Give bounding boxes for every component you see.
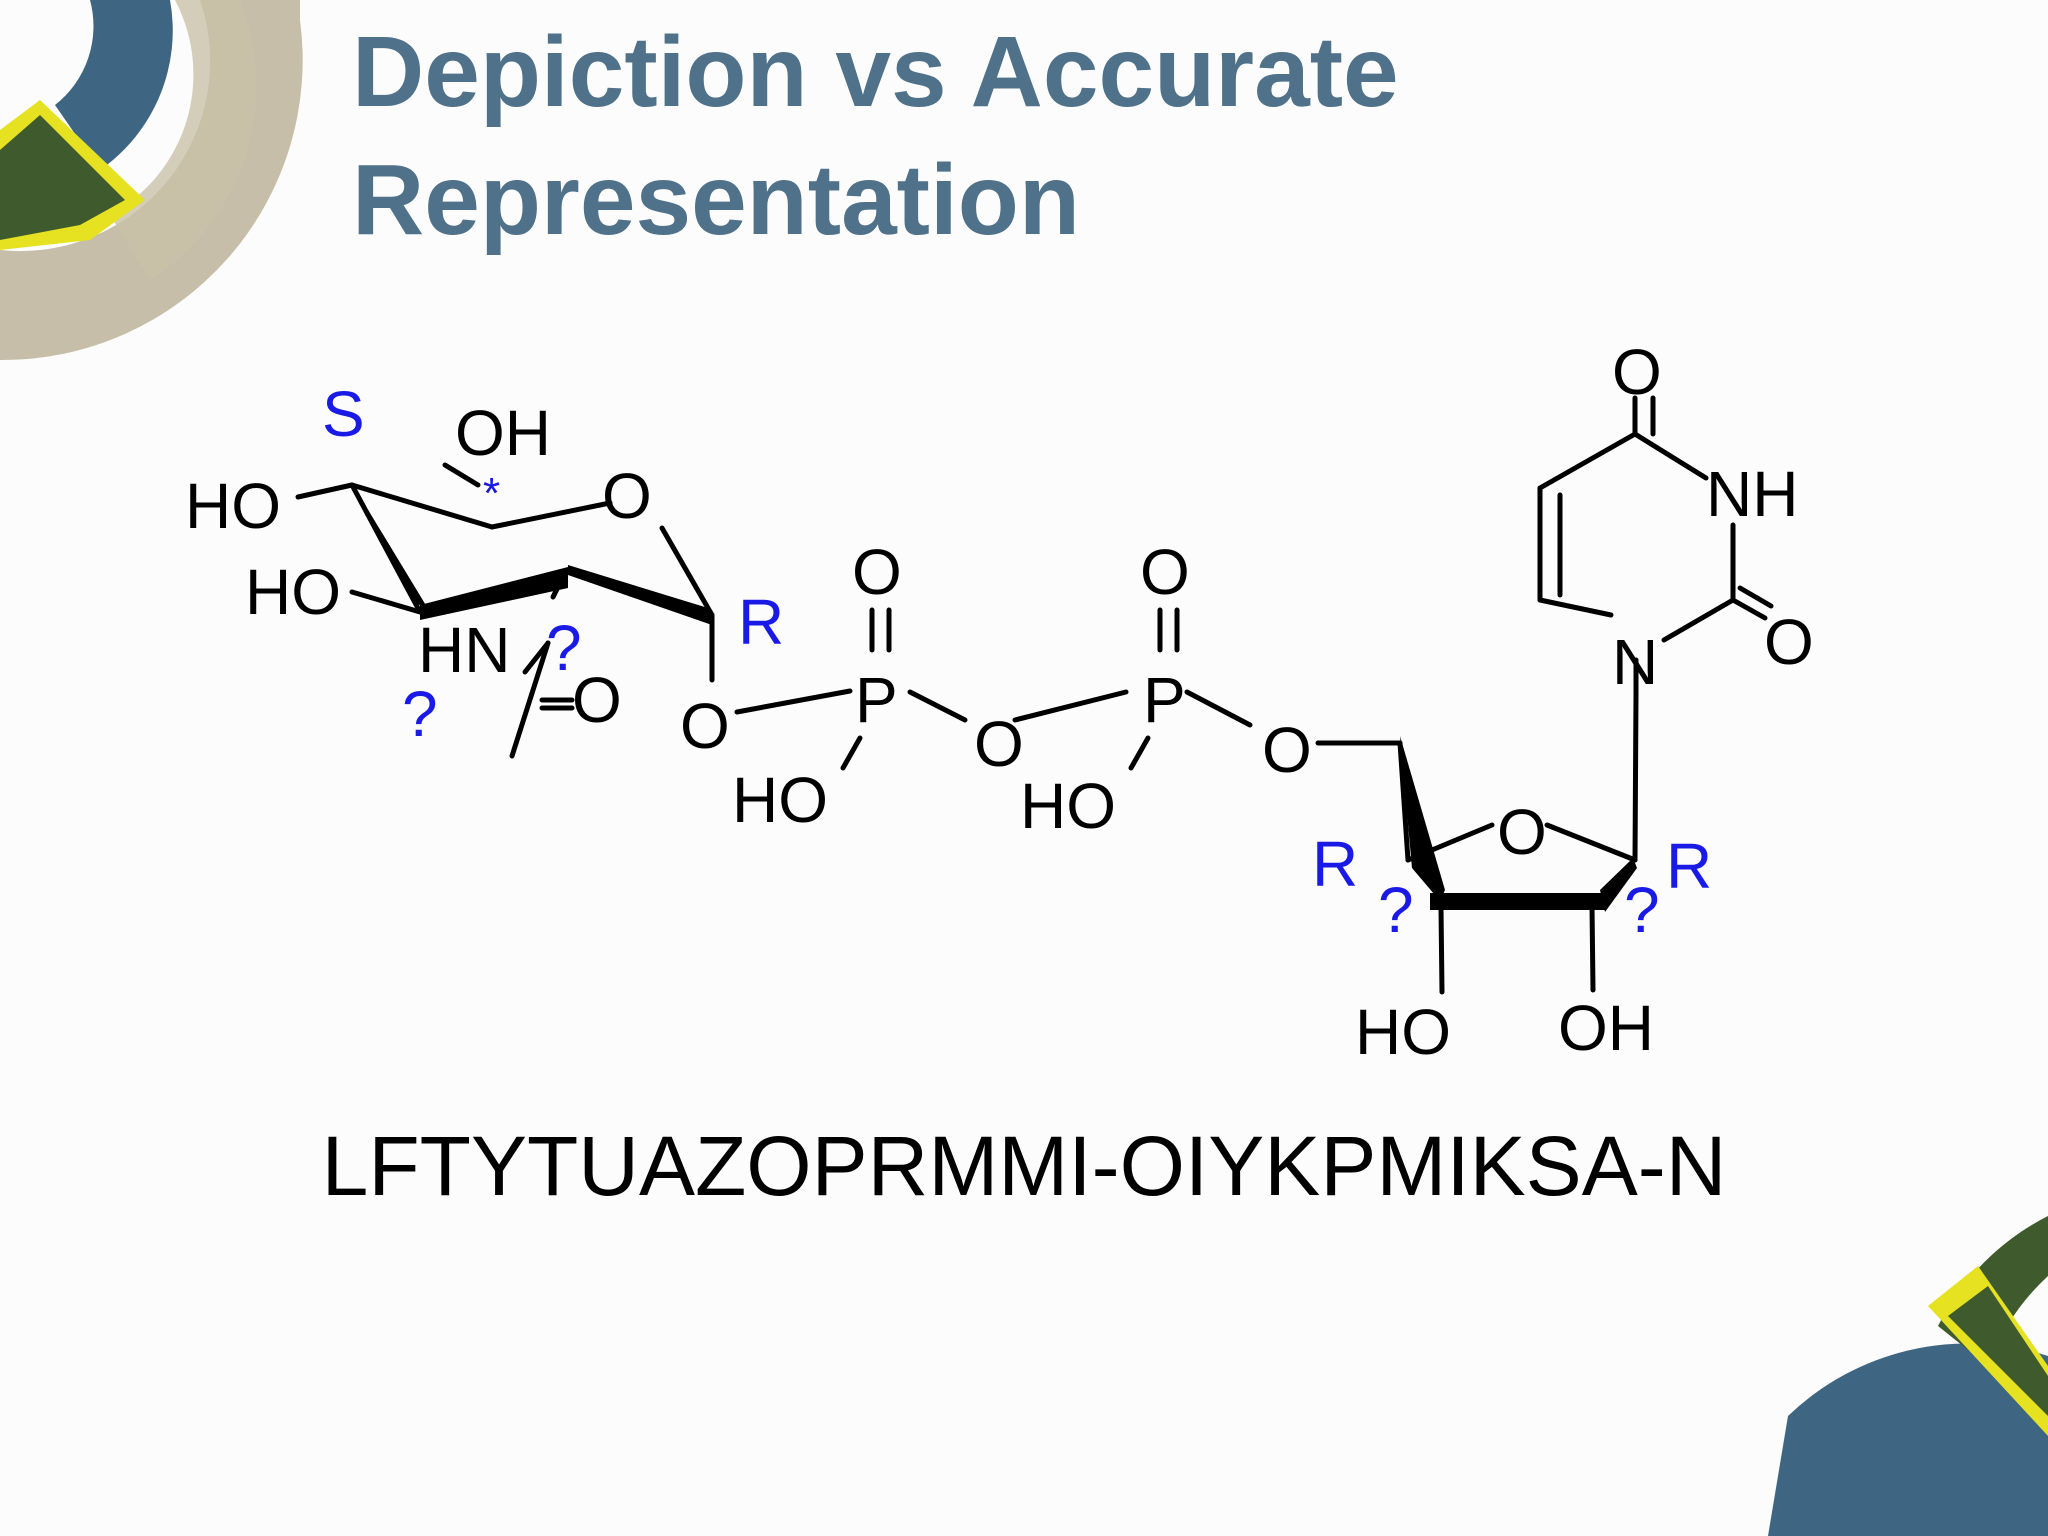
bonds	[295, 395, 1774, 995]
ribose-oh-label: OH	[1558, 992, 1654, 1064]
stereo-star-label: *	[483, 469, 500, 518]
atom-labels: OH HO HO O HN O O P O HO O P O HO O O HO…	[185, 336, 1814, 1068]
uracil-n1-label: N	[1612, 626, 1658, 698]
anomeric-o-label: O	[680, 690, 730, 762]
inchikey-text: LFTYTUAZOPRMMI-OIYKPMIKSA-N	[321, 1119, 1727, 1213]
ester-o-label: O	[1262, 714, 1312, 786]
stereo-q-c2-label: ?	[546, 612, 582, 684]
corner-decoration-top-left	[0, 0, 303, 361]
uracil-o4-label: O	[1612, 336, 1662, 408]
p2-ho-label: HO	[1020, 770, 1116, 842]
p1-o-label: O	[852, 536, 902, 608]
ho-c3-label: HO	[245, 556, 341, 628]
corner-decoration-bottom-right	[1768, 1216, 2048, 1536]
ribose-ho-label: HO	[1355, 996, 1451, 1068]
title-line-2: Representation	[352, 144, 1080, 256]
stereo-r-ribose-c4-label: R	[1312, 828, 1358, 900]
stereo-q-ribose-c3-label: ?	[1378, 874, 1414, 946]
bridge-o-label: O	[974, 708, 1024, 780]
stereo-q-c3-label: ?	[402, 678, 438, 750]
title-line-1: Depiction vs Accurate	[352, 16, 1399, 128]
acetyl-o-label: O	[572, 664, 622, 736]
stereo-r-anomeric-label: R	[738, 586, 784, 658]
slide-title: Depiction vs Accurate Representation	[352, 8, 1752, 264]
stereo-r-ribose-c1-label: R	[1666, 830, 1712, 902]
ho-c4-label: HO	[185, 470, 281, 542]
p1-ho-label: HO	[732, 764, 828, 836]
p2-o-label: O	[1140, 536, 1190, 608]
stereo-s-label: S	[322, 378, 365, 450]
stereo-annotations: S * R ? ? R ? R ?	[322, 378, 1712, 946]
p2-label: P	[1143, 664, 1186, 736]
ribose-o-label: O	[1497, 796, 1547, 868]
p1-label: P	[855, 664, 898, 736]
hn-label: HN	[418, 614, 510, 686]
stereo-q-ribose-c2-label: ?	[1624, 874, 1660, 946]
wedge-bonds	[353, 485, 1637, 912]
ring-o-sugar-label: O	[602, 460, 652, 532]
uracil-nh-label: NH	[1706, 458, 1798, 530]
oh-top-label: OH	[455, 397, 551, 469]
uracil-o2-label: O	[1764, 606, 1814, 678]
